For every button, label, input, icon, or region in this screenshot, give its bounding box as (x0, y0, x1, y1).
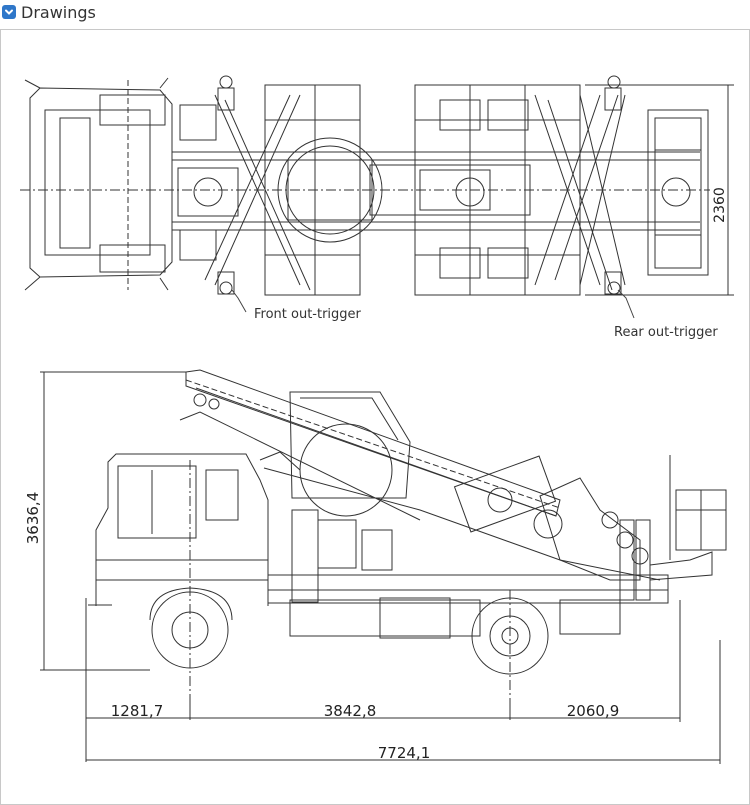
height-dimension: 3636,4 (24, 492, 42, 545)
section-title: Drawings (21, 2, 96, 22)
front-overhang-dimension: 1281,7 (111, 702, 164, 720)
wheelbase-dimension: 3842,8 (324, 702, 377, 720)
drawings-panel (0, 29, 750, 805)
total-length-dimension: 7724,1 (378, 744, 431, 762)
width-dimension: 2360 (712, 187, 728, 223)
rear-overhang-dimension: 2060,9 (567, 702, 620, 720)
top-view-drawing (20, 75, 734, 296)
section-header: Drawings (0, 0, 750, 24)
chevron-down-icon[interactable] (2, 5, 16, 19)
front-outrigger-label: Front out-trigger (254, 307, 362, 322)
rear-outrigger-label: Rear out-trigger (614, 325, 718, 340)
side-view-drawing (40, 369, 727, 764)
